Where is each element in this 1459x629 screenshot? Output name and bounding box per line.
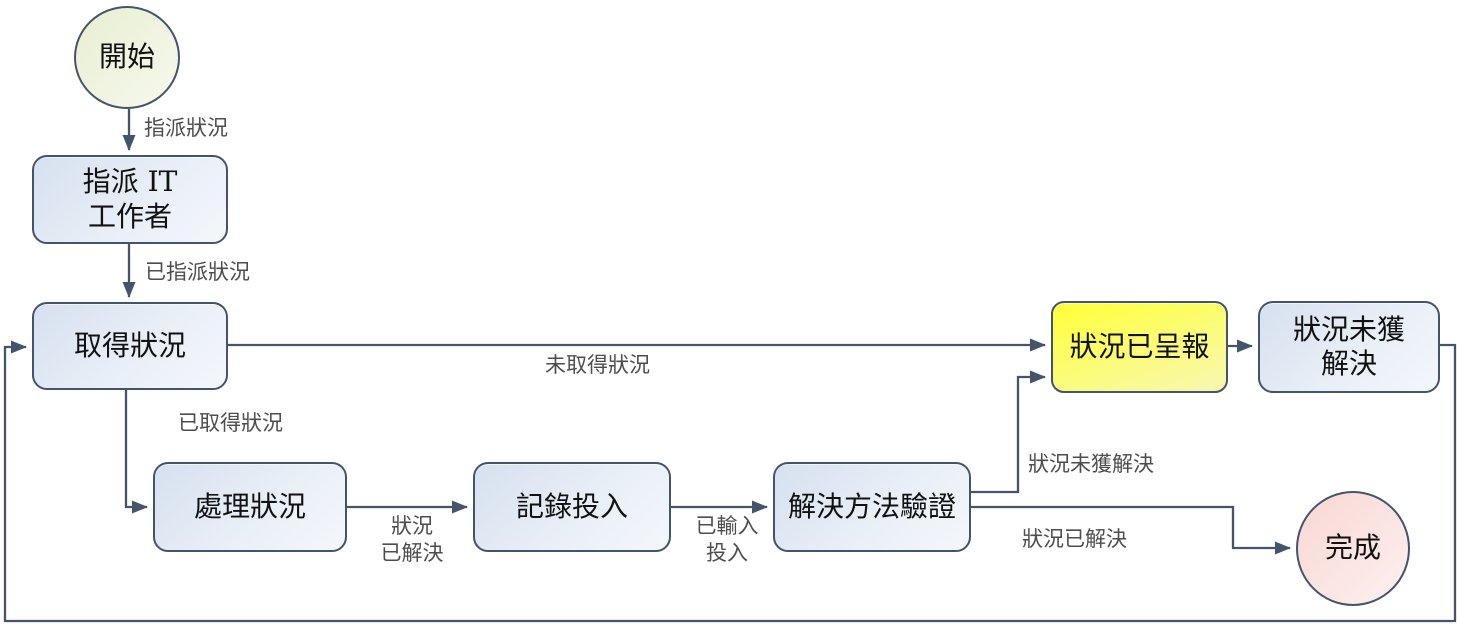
node-obtain-status[interactable]: 取得狀況	[32, 302, 228, 390]
edge-unresolved-loop-to-obtain	[3, 340, 1457, 623]
node-verify-solution-label: 解決方法驗證	[787, 489, 956, 523]
node-complete-label: 完成	[1324, 531, 1381, 565]
edge-label-status-resolved-record: 狀況 已解決	[380, 514, 444, 565]
node-start-label: 開始	[98, 40, 155, 74]
node-record-input-label: 記錄投入	[515, 489, 628, 523]
edge-label-assign-status: 指派狀況	[144, 116, 228, 140]
node-complete[interactable]: 完成	[1296, 491, 1410, 606]
edge-label-status-resolved: 狀況已解決	[1022, 527, 1127, 551]
node-status-unresolved[interactable]: 狀況未獲 解決	[1258, 301, 1440, 393]
edge-label-status-not-obtained: 未取得狀況	[545, 353, 650, 377]
node-process-status-label: 處理狀況	[193, 489, 306, 523]
node-start[interactable]: 開始	[74, 6, 180, 109]
node-process-status[interactable]: 處理狀況	[153, 462, 347, 552]
node-assign-it-worker-label: 指派 IT 工作者	[82, 165, 178, 233]
node-status-reported-label: 狀況已呈報	[1069, 329, 1210, 363]
edge-obtain-to-process	[124, 390, 148, 514]
node-status-reported[interactable]: 狀況已呈報	[1051, 301, 1228, 393]
node-status-unresolved-label: 狀況未獲 解決	[1292, 312, 1405, 380]
node-record-input[interactable]: 記錄投入	[473, 462, 671, 552]
edge-label-status-obtained: 已取得狀況	[178, 411, 283, 435]
node-obtain-status-label: 取得狀況	[73, 328, 186, 362]
node-assign-it-worker[interactable]: 指派 IT 工作者	[32, 155, 228, 244]
edge-verify-to-reported	[971, 370, 1046, 494]
edge-label-status-not-resolved: 狀況未獲解決	[1028, 452, 1154, 476]
node-verify-solution[interactable]: 解決方法驗證	[773, 462, 971, 552]
edge-label-input-entered: 已輸入 投入	[695, 514, 759, 565]
edge-verify-to-complete	[971, 505, 1291, 555]
edge-label-status-assigned: 已指派狀況	[145, 260, 250, 284]
